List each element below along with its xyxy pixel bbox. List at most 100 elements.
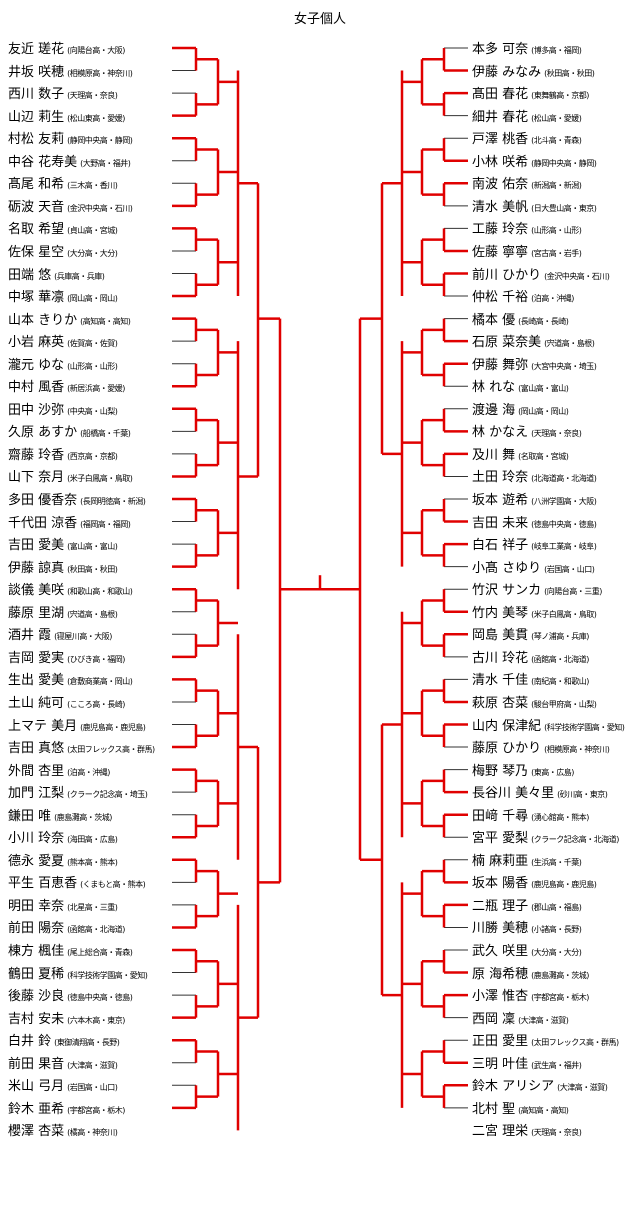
player-school: (名取高・宮城) — [518, 451, 569, 461]
player-school: (岩国高・山口) — [67, 1083, 118, 1093]
player-school: (ひびき高・福岡) — [67, 654, 125, 664]
left-player: 名取 希望(貞山高・宮城) — [8, 217, 118, 239]
player-name: 梅野 琴乃 — [472, 763, 529, 779]
player-school: (徳島中央高・徳島) — [67, 993, 133, 1003]
player-school: (北海道高・北海道) — [531, 474, 597, 484]
left-player: 中谷 花寿美(大野高・福井) — [8, 150, 131, 172]
right-player: 南波 佑奈(新潟高・新潟) — [472, 172, 582, 194]
player-name: 藤原 ひかり — [472, 741, 542, 757]
right-player: 土田 玲奈(北海道高・北海道) — [472, 465, 597, 487]
player-name: 及川 舞 — [472, 447, 516, 463]
player-name: 棟方 楓佳 — [8, 944, 65, 959]
left-player: 伊藤 諒真(秋田高・秋田) — [8, 556, 118, 578]
player-name: 多田 優香奈 — [8, 493, 78, 508]
player-name: 本多 可奈 — [472, 42, 529, 57]
right-player: 林 れな(富山高・富山) — [472, 375, 569, 397]
player-school: (米子白鳳高・鳥取) — [531, 609, 597, 619]
player-school: (寝屋川高・大阪) — [54, 632, 112, 642]
left-player: 山本 きりか(高知高・高知) — [8, 308, 131, 330]
player-name: 德永 愛夏 — [8, 853, 65, 869]
player-name: 髙尾 和希 — [8, 177, 65, 193]
right-player: 岡島 美貫(琴ノ浦高・兵庫) — [472, 623, 589, 645]
right-player: 川勝 美穂(小諸高・長野) — [472, 916, 582, 938]
right-player: 佐藤 寧寧(宮古高・岩手) — [472, 240, 582, 262]
player-name: 岡島 美貫 — [472, 628, 529, 644]
right-player: 伊藤 みなみ(秋田高・秋田) — [472, 60, 595, 82]
player-name: 鈴木 アリシア — [472, 1079, 555, 1095]
player-name: 吉田 未来 — [472, 515, 529, 531]
player-name: 西岡 凜 — [472, 1011, 516, 1027]
player-name: 中村 風香 — [8, 380, 65, 396]
player-school: (駿台甲府高・山梨) — [531, 699, 597, 709]
player-name: 吉田 愛美 — [8, 538, 65, 554]
player-name: 小髙 さゆり — [472, 560, 542, 576]
player-school: (函館高・北海道) — [531, 654, 589, 664]
player-school: (向陽台高・大阪) — [67, 46, 125, 55]
player-school: (天理高・奈良) — [67, 91, 118, 101]
left-player: 瀧元 ゆな(山形高・山形) — [8, 353, 118, 375]
right-player: 渡邊 海(岡山高・岡山) — [472, 398, 569, 420]
player-school: (貞山高・宮城) — [67, 226, 118, 236]
right-player: 小澤 惟杏(宇都宮高・栃木) — [472, 984, 589, 1006]
player-name: 吉岡 愛実 — [8, 650, 65, 666]
player-school: (東御清翔高・長野) — [54, 1038, 120, 1048]
player-school: (海田高・広島) — [67, 835, 118, 845]
player-name: 伊藤 諒真 — [8, 560, 65, 576]
left-player: 生出 愛美(倉敷商業高・岡山) — [8, 668, 133, 690]
player-name: 古川 玲花 — [472, 650, 529, 666]
right-player: 三明 叶佳(武生高・福井) — [472, 1052, 582, 1074]
player-name: 瀧元 ゆな — [8, 357, 65, 373]
right-player: 楠 麻莉亜(生浜高・千葉) — [472, 849, 582, 871]
right-player: 吉田 未来(徳島中央高・徳島) — [472, 511, 597, 533]
player-school: (泊高・沖縄) — [531, 294, 574, 304]
player-name: 外間 杏里 — [8, 763, 65, 779]
left-player: 髙尾 和希(三木高・香川) — [8, 172, 118, 194]
player-school: (大津高・滋賀) — [518, 1015, 569, 1025]
left-player: 中塚 華凛(岡山高・岡山) — [8, 285, 118, 307]
page-title: 女子個人 — [293, 12, 346, 27]
right-player: 梅野 琴乃(東高・広島) — [472, 759, 574, 781]
player-school: (宇都宮高・栃木) — [67, 1105, 125, 1115]
left-player: 前田 陽奈(函館高・北海道) — [8, 916, 125, 938]
player-name: 中谷 花寿美 — [8, 154, 78, 170]
player-name: 竹内 美琴 — [472, 605, 529, 621]
player-school: (佐賀高・佐賀) — [67, 339, 118, 349]
player-school: (東舞鶴高・京都) — [531, 91, 589, 101]
player-name: 鶴田 夏稀 — [8, 966, 65, 982]
player-name: 林 かなえ — [472, 425, 529, 441]
left-player: 千代田 涼香(福岡高・福岡) — [8, 511, 131, 533]
player-school: (松山東高・愛媛) — [67, 113, 125, 123]
player-school: (米子白鳳高・鳥取) — [67, 474, 133, 484]
player-school: (富山高・富山) — [518, 384, 569, 394]
player-name: 橘本 優 — [472, 312, 516, 328]
player-name: 前田 陽奈 — [8, 921, 65, 937]
player-school: (静岡中央高・静岡) — [67, 136, 133, 146]
player-school: (大分高・大分) — [67, 248, 118, 258]
player-name: 友近 瑳花 — [8, 42, 65, 57]
player-school: (山形高・山形) — [531, 226, 582, 236]
left-player: 村松 友莉(静岡中央高・静岡) — [8, 127, 133, 149]
player-name: 戸澤 桃香 — [472, 132, 529, 148]
left-player: 吉岡 愛実(ひびき高・福岡) — [8, 646, 125, 668]
right-player: 武久 咲里(大分高・大分) — [472, 939, 582, 961]
player-name: 萩原 杏菜 — [472, 695, 529, 711]
left-player: 鈴木 亜希(宇都宮高・栃木) — [8, 1097, 125, 1119]
right-player: 二宮 理栄(天理高・奈良) — [472, 1119, 582, 1141]
right-player: 北村 聖(高知高・高知) — [472, 1097, 569, 1119]
player-name: 正田 愛里 — [472, 1034, 529, 1050]
player-school: (長崎高・長崎) — [518, 316, 569, 326]
player-name: 髙田 春花 — [472, 87, 529, 103]
player-name: 白石 祥子 — [472, 538, 529, 554]
player-school: (クラーク記念高・埼玉) — [67, 790, 148, 800]
player-school: (向陽台高・三重) — [544, 587, 602, 597]
left-player: 多田 優香奈(長岡明徳高・新潟) — [8, 488, 146, 510]
player-name: 佐保 星空 — [8, 244, 65, 260]
player-name: 小川 玲奈 — [8, 831, 65, 847]
player-name: 吉田 真悠 — [8, 741, 65, 757]
player-name: 南波 佑奈 — [472, 177, 529, 193]
left-player: 後藤 沙良(徳島中央高・徳島) — [8, 984, 133, 1006]
player-school: (高知高・高知) — [518, 1105, 569, 1115]
player-school: (秋田高・秋田) — [67, 564, 118, 574]
right-player: 石原 菜奈美(宍道高・島根) — [472, 330, 595, 352]
right-player: 坂本 遊希(八洲学園高・大阪) — [472, 488, 597, 510]
